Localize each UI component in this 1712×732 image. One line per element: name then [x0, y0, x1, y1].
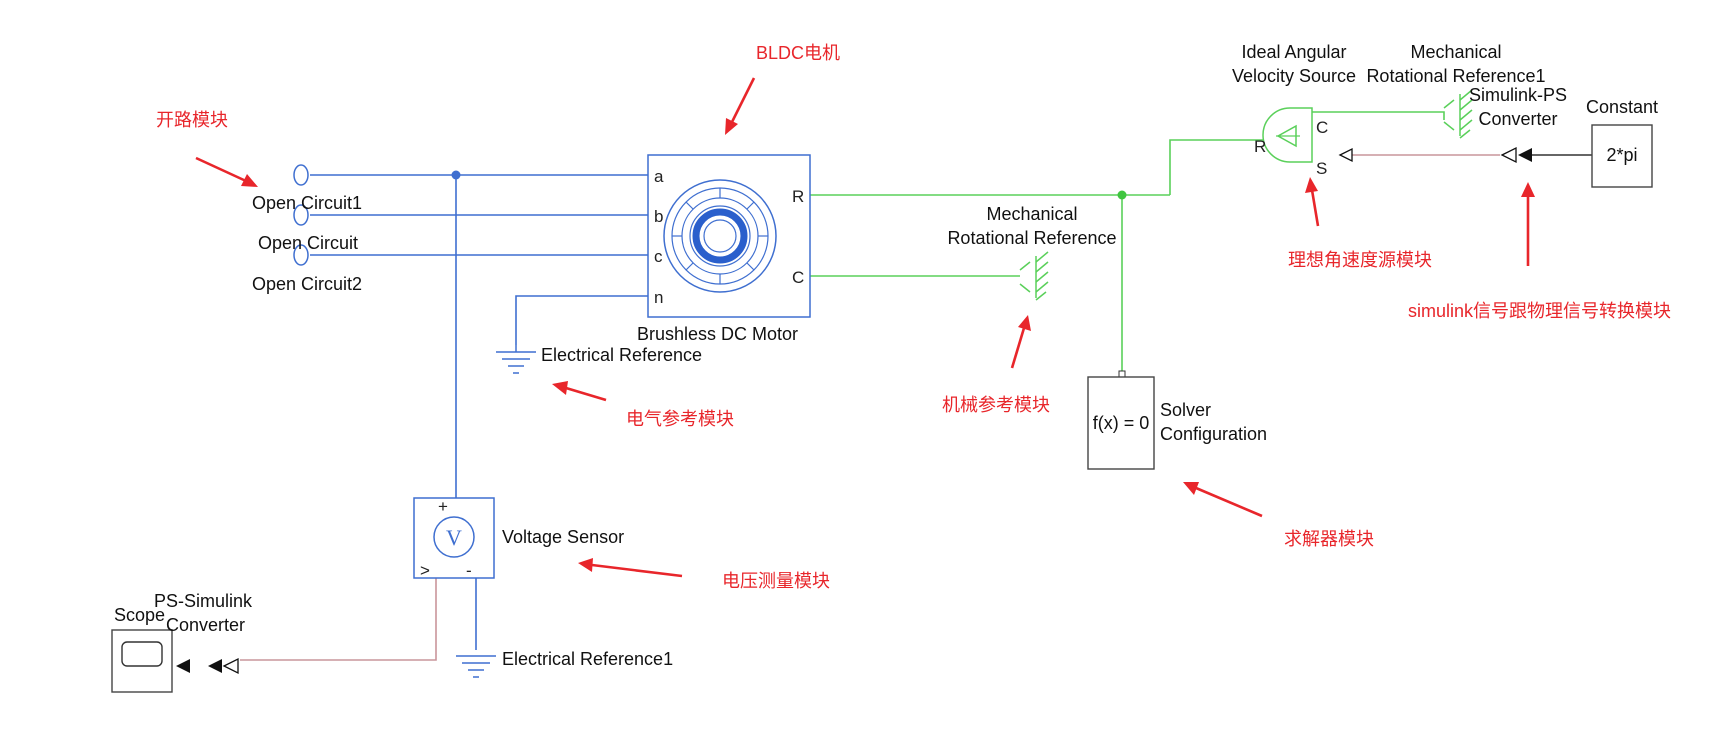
output-arrow-icon — [176, 659, 190, 673]
source-body — [1262, 107, 1313, 163]
port-source-R: R — [1254, 137, 1266, 156]
arrow-head-icon — [1521, 182, 1535, 197]
annotation-electrical-ref: 电气参考模块 — [626, 409, 734, 429]
source-input-arrow-icon — [1338, 147, 1353, 163]
scope-screen-icon — [121, 641, 163, 667]
port-b: b — [654, 207, 663, 226]
voltmeter-icon — [433, 516, 475, 558]
mechanical-reference-block[interactable] — [1019, 251, 1049, 301]
annotation-voltage-sensor: 电压测量模块 — [722, 571, 830, 591]
open-circuit2-label: Open Circuit2 — [252, 274, 362, 294]
ideal-source-label-line2: Velocity Source — [1232, 66, 1356, 86]
annotation-converter: simulink信号跟物理信号转换模块 — [1408, 301, 1671, 321]
arrow-hollow-icon — [222, 657, 239, 675]
ground-icon — [496, 345, 536, 374]
solver-configuration-block[interactable]: f(x) = 0 — [1087, 376, 1155, 470]
annotation-open-circuit: 开路模块 — [156, 110, 228, 130]
mechanical-reference-label-line2: Rotational Reference — [947, 228, 1116, 248]
solver-frame — [1087, 376, 1155, 470]
open-circuit-label: Open Circuit — [258, 233, 358, 253]
voltmeter-symbol: V — [446, 525, 462, 550]
arrow-head-icon — [241, 174, 258, 187]
electrical-reference-block[interactable] — [496, 345, 536, 374]
electrical-reference1-label: Electrical Reference1 — [502, 649, 673, 669]
electrical-reference-label: Electrical Reference — [541, 345, 702, 365]
ps-simulink-label-line2: Converter — [166, 615, 245, 635]
annotation-solver: 求解器模块 — [1284, 529, 1374, 549]
arrow-head-icon — [1018, 315, 1031, 331]
port-source-C: C — [1316, 118, 1328, 137]
junction-dot — [451, 170, 461, 180]
annotation-ideal-source: 理想角速度源模块 — [1288, 250, 1432, 270]
solver-port — [1118, 370, 1126, 378]
arrow-filled-icon — [1518, 148, 1532, 162]
arrow-head-icon — [552, 381, 568, 395]
arrow-hollow-icon — [1500, 146, 1517, 164]
arrow-head-icon — [578, 558, 593, 572]
solver-label-line1: Solver — [1160, 400, 1211, 420]
wire-ps-simulink[interactable] — [240, 578, 437, 661]
port-source-S: S — [1316, 159, 1327, 178]
arrow-head-icon — [1305, 177, 1318, 193]
voltage-sensor-block[interactable]: V + - > — [413, 497, 495, 580]
open-circuit2-block[interactable] — [293, 244, 309, 266]
signal-wires — [240, 154, 1500, 661]
annotations: BLDC电机 开路模块 电气参考模块 机械参考模块 电压测量模块 求解器模块 理… — [156, 43, 1671, 591]
ps-simulink-converter-block[interactable] — [176, 657, 239, 675]
electrical-reference1-block[interactable] — [456, 655, 496, 678]
simulink-ps-label-line1: Simulink-PS — [1469, 85, 1567, 105]
mechanical-reference1-block[interactable] — [1443, 89, 1473, 139]
port-plus: + — [438, 497, 448, 516]
port-minus: - — [466, 561, 472, 580]
mechanical-ground-icon — [1443, 89, 1473, 139]
constant-label: Constant — [1586, 97, 1658, 117]
port-motor-C: C — [792, 268, 804, 287]
arrow-filled-icon — [208, 659, 222, 673]
mechanical-wires — [810, 111, 1445, 378]
mech-junction-dot — [1117, 190, 1127, 200]
open-circuit-block[interactable] — [293, 204, 309, 226]
open-circuit-icon — [293, 244, 309, 266]
simulink-ps-label-line2: Converter — [1478, 109, 1557, 129]
mechanical-reference-label-line1: Mechanical — [986, 204, 1077, 224]
constant-frame — [1591, 124, 1653, 188]
arrow-head-icon — [725, 118, 738, 135]
port-motor-R: R — [792, 187, 804, 206]
annotation-bldc: BLDC电机 — [756, 43, 840, 63]
port-a: a — [654, 167, 664, 186]
electrical-wires — [310, 170, 648, 650]
bldc-motor-label: Brushless DC Motor — [637, 324, 798, 344]
ideal-source-label-line1: Ideal Angular — [1241, 42, 1346, 62]
simulink-ps-converter-block[interactable] — [1500, 146, 1532, 164]
mechanical-reference1-label-line1: Mechanical — [1410, 42, 1501, 62]
open-circuit1-block[interactable] — [293, 164, 309, 186]
wire-source-R[interactable] — [1169, 139, 1268, 195]
ideal-angular-velocity-source-block[interactable]: R C S — [1254, 107, 1353, 178]
voltage-sensor-label: Voltage Sensor — [502, 527, 624, 547]
wire-n[interactable] — [515, 295, 648, 345]
constant-value: 2*pi — [1606, 145, 1637, 165]
ground-icon — [456, 655, 496, 678]
wire-source-C[interactable] — [1312, 111, 1445, 120]
port-c: c — [654, 247, 663, 266]
port-n: n — [654, 288, 663, 307]
solver-label-line2: Configuration — [1160, 424, 1267, 444]
open-circuit-icon — [293, 204, 309, 226]
port-v-out: > — [420, 561, 430, 580]
open-circuit-icon — [293, 164, 309, 186]
motor-icon — [663, 179, 777, 293]
constant-block[interactable]: 2*pi — [1591, 124, 1653, 188]
ps-simulink-label-line1: PS-Simulink — [154, 591, 253, 611]
scope-block[interactable] — [111, 629, 173, 693]
solver-expression: f(x) = 0 — [1093, 413, 1150, 433]
mechanical-reference1-label-line2: Rotational Reference1 — [1366, 66, 1545, 86]
open-circuit1-label: Open Circuit1 — [252, 193, 362, 213]
annotation-mechanical-ref: 机械参考模块 — [942, 395, 1050, 415]
arrow-head-icon — [1183, 482, 1199, 495]
bldc-motor-block[interactable]: a b c n R C — [647, 154, 811, 318]
mechanical-ground-icon — [1019, 251, 1049, 301]
scope-label: Scope — [114, 605, 165, 625]
